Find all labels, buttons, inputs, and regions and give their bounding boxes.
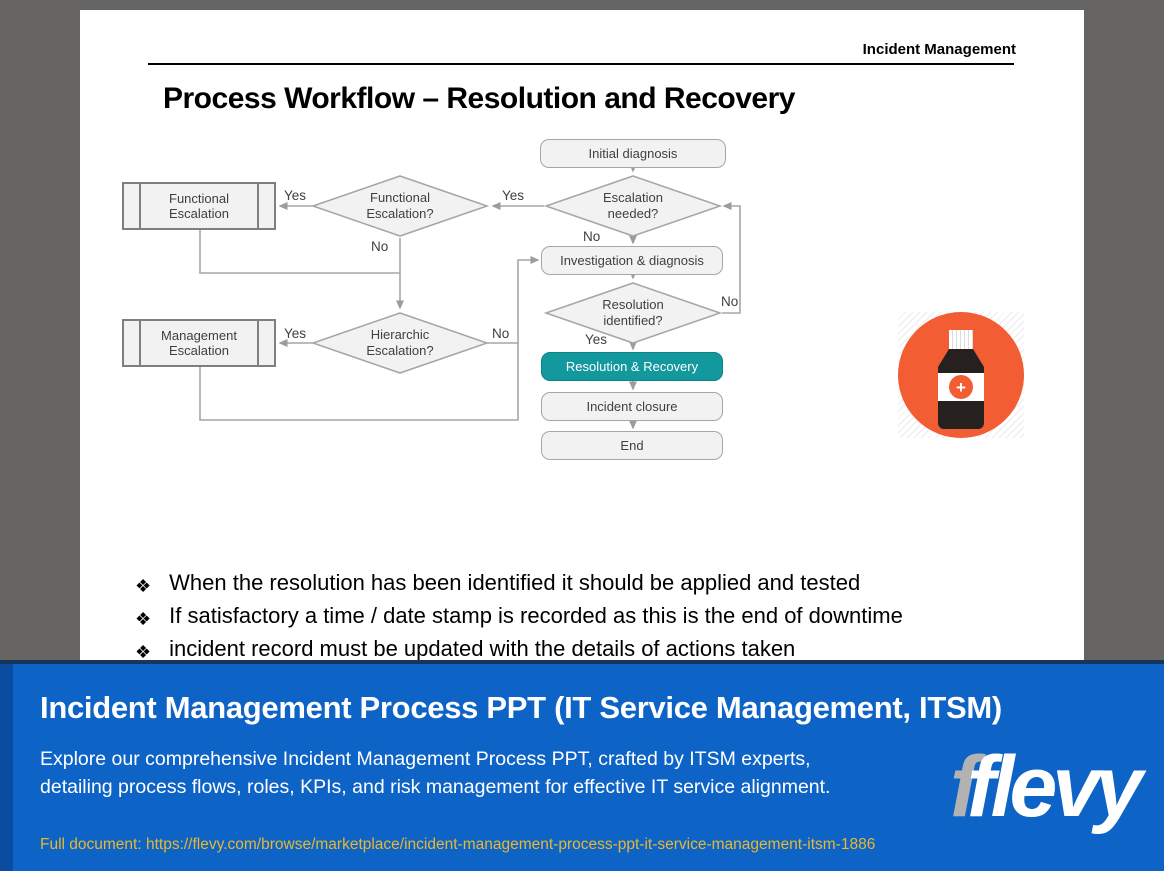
medicine-bottle-icon: + (898, 312, 1024, 438)
bullet-marker-icon: ❖ (135, 609, 152, 629)
flow-node-functional-escalation: Functional Escalation (122, 182, 276, 230)
flevy-logo: f flevy (950, 744, 1143, 830)
flow-decision-escalation-needed: Escalation needed? (544, 174, 722, 238)
header-rule (148, 63, 1014, 65)
flowchart: Initial diagnosis Investigation & diagno… (80, 10, 1084, 660)
medical-cross-icon: + (949, 375, 973, 399)
flow-node-initial-diagnosis: Initial diagnosis (540, 139, 726, 168)
bullet-marker-icon: ❖ (135, 642, 152, 662)
label-hierarchic-yes: Yes (284, 326, 307, 341)
bullet-text: If satisfactory a time / date stamp is r… (169, 603, 903, 628)
watermark-hatch: + (898, 312, 1024, 438)
bottle-body: + (938, 367, 984, 429)
flow-node-incident-closure: Incident closure (541, 392, 723, 421)
banner-left-strip (0, 664, 13, 871)
bottle-cap (949, 330, 973, 349)
list-item: ❖ incident record must be updated with t… (135, 636, 1065, 665)
flow-connectors (199, 163, 741, 430)
bottle-graphic: + (898, 312, 1024, 438)
label-functional-yes: Yes (284, 188, 307, 203)
bottle-shoulder (938, 349, 984, 367)
label-escalation-no: No (583, 229, 601, 244)
slide-header: Incident Management (862, 41, 1016, 58)
list-item: ❖ If satisfactory a time / date stamp is… (135, 603, 1065, 632)
label-escalation-yes: Yes (502, 188, 525, 203)
slide-canvas: Incident Management Process Workflow – R… (80, 10, 1084, 662)
list-item: ❖ When the resolution has been identifie… (135, 570, 1065, 599)
banner-title: Incident Management Process PPT (IT Serv… (40, 690, 1002, 725)
bullet-text: incident record must be updated with the… (169, 636, 796, 661)
subprocess-bar (257, 321, 259, 365)
flow-node-end: End (541, 431, 723, 460)
page-title: Process Workflow – Resolution and Recove… (163, 82, 795, 115)
flow-decision-functional-escalation: Functional Escalation? (311, 174, 489, 238)
flow-node-resolution-recovery: Resolution & Recovery (541, 352, 723, 381)
promo-banner: Incident Management Process PPT (IT Serv… (0, 660, 1164, 871)
bullet-text: When the resolution has been identified … (169, 570, 861, 595)
bullet-list: ❖ When the resolution has been identifie… (135, 570, 1065, 669)
label-functional-no: No (371, 239, 389, 254)
bullet-marker-icon: ❖ (135, 576, 152, 596)
flow-node-investigation-diagnosis: Investigation & diagnosis (541, 246, 723, 275)
bottle-label: + (938, 373, 984, 401)
flow-node-management-escalation: Management Escalation (122, 319, 276, 367)
banner-top-border (0, 660, 1164, 664)
logo-text: flevy (966, 739, 1143, 835)
subprocess-bar (139, 184, 141, 228)
subprocess-bar (139, 321, 141, 365)
flow-decision-hierarchic-escalation: Hierarchic Escalation? (311, 311, 489, 375)
full-document-link[interactable]: Full document: https://flevy.com/browse/… (40, 836, 876, 853)
subprocess-bar (257, 184, 259, 228)
label-hierarchic-no: No (492, 326, 510, 341)
label-resolution-yes: Yes (585, 332, 608, 347)
banner-description: Explore our comprehensive Incident Manag… (40, 748, 831, 798)
label-resolution-no: No (721, 294, 739, 309)
flow-decision-resolution-identified: Resolution identified? (544, 281, 722, 345)
